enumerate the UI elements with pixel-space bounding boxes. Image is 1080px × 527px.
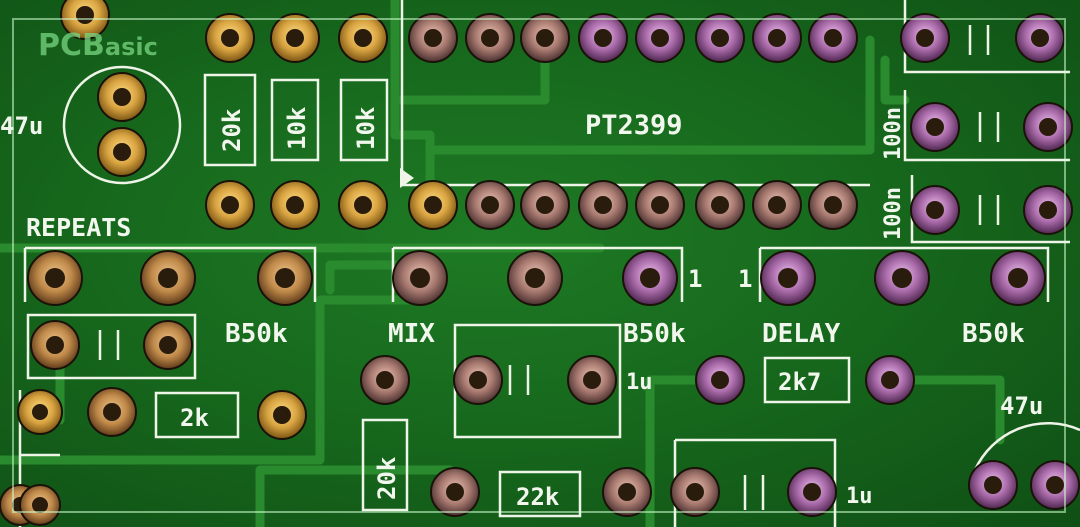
pad-hole <box>778 268 798 288</box>
pad-hole <box>824 29 842 47</box>
delay-pot-outline <box>758 246 1050 302</box>
pad-hole <box>273 406 291 424</box>
pad-hole <box>481 29 499 47</box>
mix-label: MIX <box>388 319 435 349</box>
cap-47u-left-label: 47u <box>0 112 43 140</box>
silkscreen-outlines <box>18 0 1080 527</box>
pad-hole <box>916 29 934 47</box>
pad-hole <box>618 483 636 501</box>
pad-hole <box>481 196 499 214</box>
pad-hole <box>46 336 64 354</box>
pad-hole <box>424 196 442 214</box>
pad-hole <box>376 371 394 389</box>
pad-hole <box>640 268 660 288</box>
res-10k-a-label: 10k <box>283 106 311 150</box>
pad-hole <box>354 196 372 214</box>
pin1-left-label: 1 <box>688 265 702 293</box>
pad-hole <box>1008 268 1028 288</box>
pad-hole <box>1031 29 1049 47</box>
repeats-label: REPEATS <box>26 213 131 242</box>
pin1-right-label: 1 <box>738 265 752 293</box>
pad-hole <box>768 29 786 47</box>
pad-hole <box>1046 476 1064 494</box>
pad-hole <box>113 143 131 161</box>
cap-47u-outline <box>62 65 182 185</box>
chip-label: PT2399 <box>585 110 683 141</box>
pad-hole <box>469 371 487 389</box>
pad-hole <box>286 196 304 214</box>
pad-hole <box>926 201 944 219</box>
res-10k-b-outline <box>339 78 389 162</box>
repeats-pot-outline <box>23 246 317 302</box>
capacitor-symbols <box>98 25 1000 510</box>
pad-hole <box>824 196 842 214</box>
pad-hole <box>711 371 729 389</box>
pad-hole <box>594 29 612 47</box>
pad-hole <box>32 497 48 513</box>
pad-hole <box>583 371 601 389</box>
b50k-left-label: B50k <box>225 319 288 349</box>
pad-hole <box>536 196 554 214</box>
res-2k7-outline <box>763 356 851 404</box>
pad-hole <box>651 196 669 214</box>
cap-100n-bottom-label: 100n <box>881 187 906 240</box>
res-22k-label: 22k <box>516 483 560 511</box>
pad-hole <box>32 404 48 420</box>
cap-47u-right-label: 47u <box>1000 392 1043 420</box>
cap-left-outline <box>26 313 197 380</box>
pad-hole <box>711 196 729 214</box>
pad-hole <box>159 336 177 354</box>
res-20k-top-label: 20k <box>218 108 246 152</box>
pad-hole <box>221 29 239 47</box>
pad-hole <box>594 196 612 214</box>
pad-hole <box>984 476 1002 494</box>
pad-hole <box>803 483 821 501</box>
pad-hole <box>424 29 442 47</box>
res-20k-outline <box>203 73 257 167</box>
pad-hole <box>536 29 554 47</box>
pad-hole <box>354 29 372 47</box>
pad-hole <box>892 268 912 288</box>
b50k-mid-label: B50k <box>623 319 686 349</box>
pad-hole <box>1039 201 1057 219</box>
cap-1u-mid-label: 1u <box>626 370 653 395</box>
pad-hole <box>768 196 786 214</box>
pad-hole <box>686 483 704 501</box>
pad-hole <box>926 118 944 136</box>
pad-hole <box>410 268 430 288</box>
res-22k-outline <box>498 470 582 518</box>
pad-hole <box>275 268 295 288</box>
pad-hole <box>76 6 94 24</box>
pad-hole <box>525 268 545 288</box>
cap-100n-top-label: 100n <box>881 107 906 160</box>
pad-hole <box>711 29 729 47</box>
pcbasic-watermark-logo: PCBasic <box>38 28 158 63</box>
delay-label: DELAY <box>762 319 841 349</box>
pad-hole <box>221 196 239 214</box>
silkscreen-text: PT2399 REPEATS MIX DELAY B50k B50k B50k … <box>0 106 1043 511</box>
cap-1u-mid-outline <box>453 323 622 439</box>
res-2k-outline <box>154 391 240 439</box>
pad-hole <box>286 29 304 47</box>
res-2k7-label: 2k7 <box>778 368 821 396</box>
cap-1u-bottom-label: 1u <box>846 484 873 509</box>
pad-hole <box>103 403 121 421</box>
pin1-marker <box>400 168 414 188</box>
res-20k-bottom-outline <box>361 418 409 512</box>
res-10k-a-outline <box>270 78 320 162</box>
pad-hole <box>1039 118 1057 136</box>
pad-hole <box>45 268 65 288</box>
res-2k-label: 2k <box>180 404 209 432</box>
pad-hole <box>881 371 899 389</box>
b50k-right-label: B50k <box>962 319 1025 349</box>
pad-hole <box>446 483 464 501</box>
pad-hole <box>113 88 131 106</box>
pad-hole <box>651 29 669 47</box>
res-20k-bottom-label: 20k <box>373 456 401 500</box>
res-10k-b-label: 10k <box>352 106 380 150</box>
pad-hole <box>158 268 178 288</box>
